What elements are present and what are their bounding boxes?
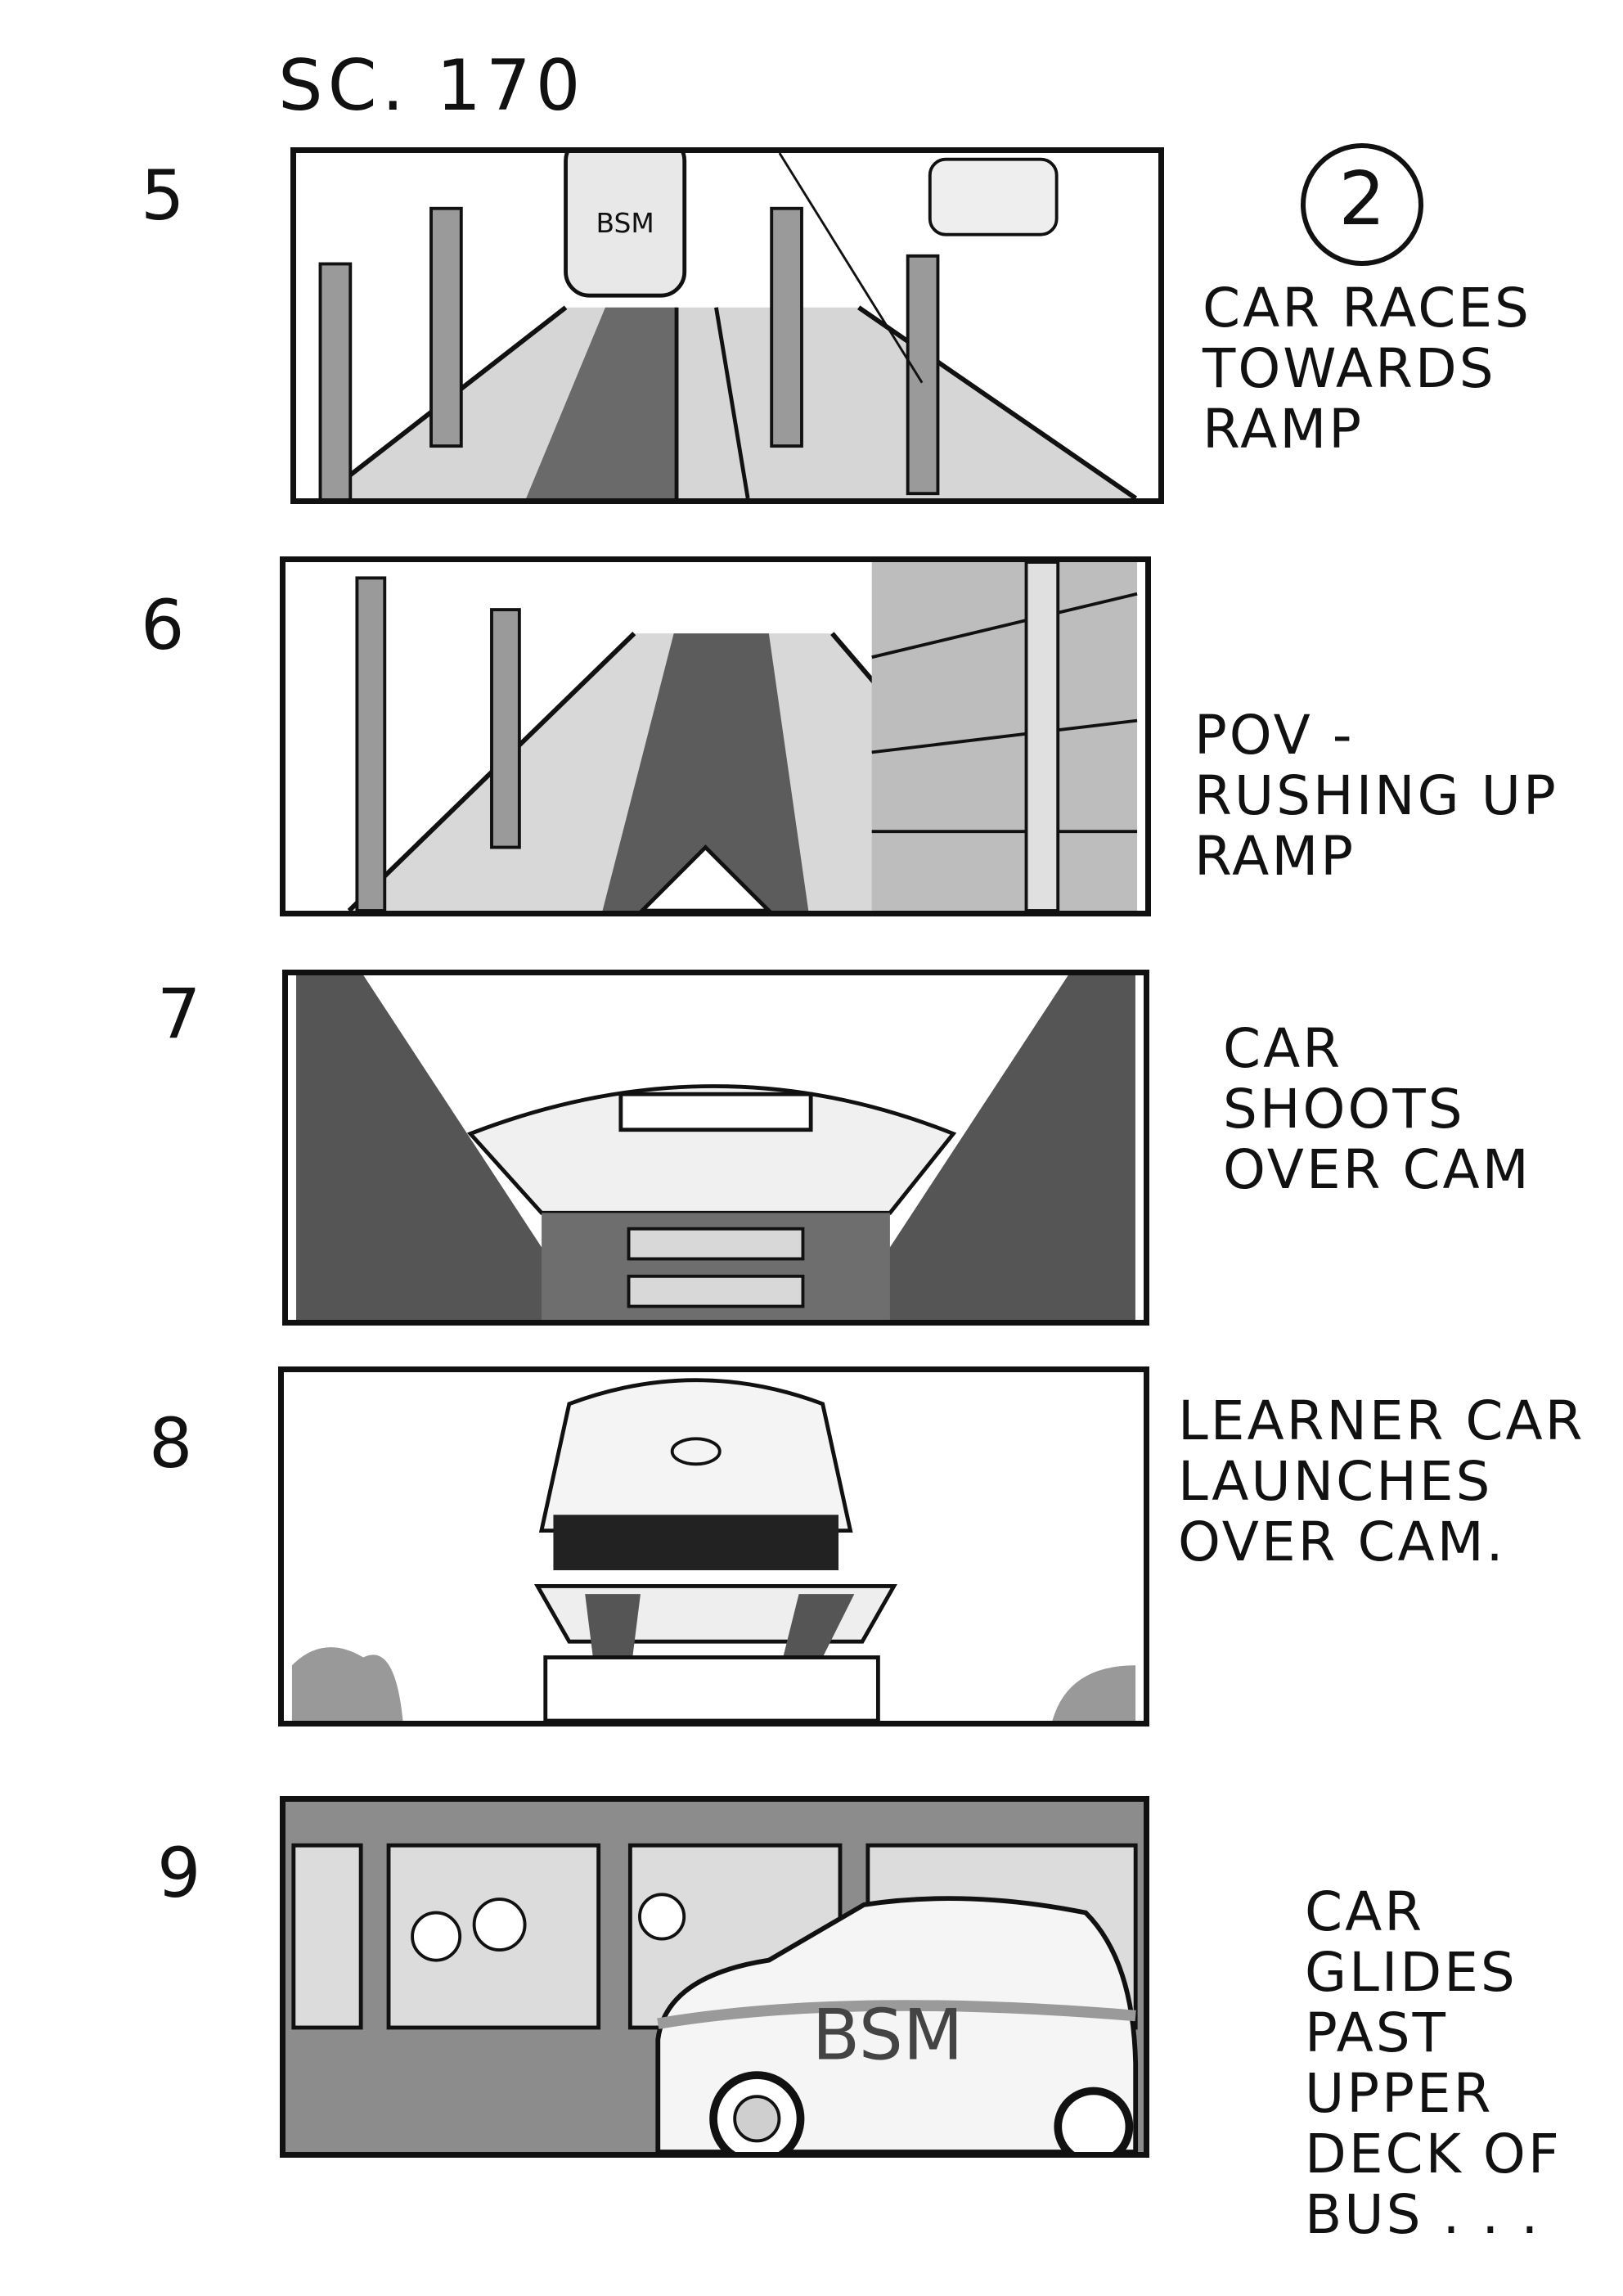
panel-number-7: 7 — [157, 974, 204, 1054]
panel-6-drawing — [347, 562, 1138, 911]
panel-number-6: 6 — [141, 585, 187, 665]
panel-7-drawing — [296, 975, 1135, 1320]
panel-7-caption: CAR SHOOTS OVER CAM — [1223, 1017, 1531, 1201]
panel-5-car-logo: BSM — [596, 207, 654, 239]
panel-8-frame — [278, 1366, 1149, 1727]
panel-6-caption: POV - RUSHING UP RAMP — [1194, 704, 1558, 888]
panel-8-caption: LEARNER CAR LAUNCHES OVER CAM. — [1178, 1389, 1585, 1573]
panel-7-frame — [282, 970, 1149, 1326]
panel-number-5: 5 — [141, 155, 187, 236]
panel-5-caption: CAR RACES TOWARDS RAMP — [1203, 277, 1531, 461]
panel-number-9: 9 — [157, 1833, 204, 1913]
panel-9-drawing: BSM — [291, 1802, 1139, 2152]
page-number-text: 2 — [1338, 156, 1386, 242]
panel-5-drawing: BSM — [318, 153, 1138, 498]
panel-9-frame: BSM — [280, 1796, 1149, 2158]
panel-6-frame — [280, 556, 1151, 916]
panel-9-caption: CAR GLIDES PAST UPPER DECK OF BUS . . . — [1305, 1880, 1562, 2246]
scene-label: SC. 170 — [278, 45, 586, 127]
panel-number-8: 8 — [149, 1403, 196, 1483]
panel-5-frame: BSM — [290, 147, 1164, 504]
page-number-badge: 2 — [1301, 143, 1423, 266]
panel-8-drawing — [291, 1378, 1136, 1721]
panel-9-car-logo: BSM — [812, 1996, 964, 2077]
